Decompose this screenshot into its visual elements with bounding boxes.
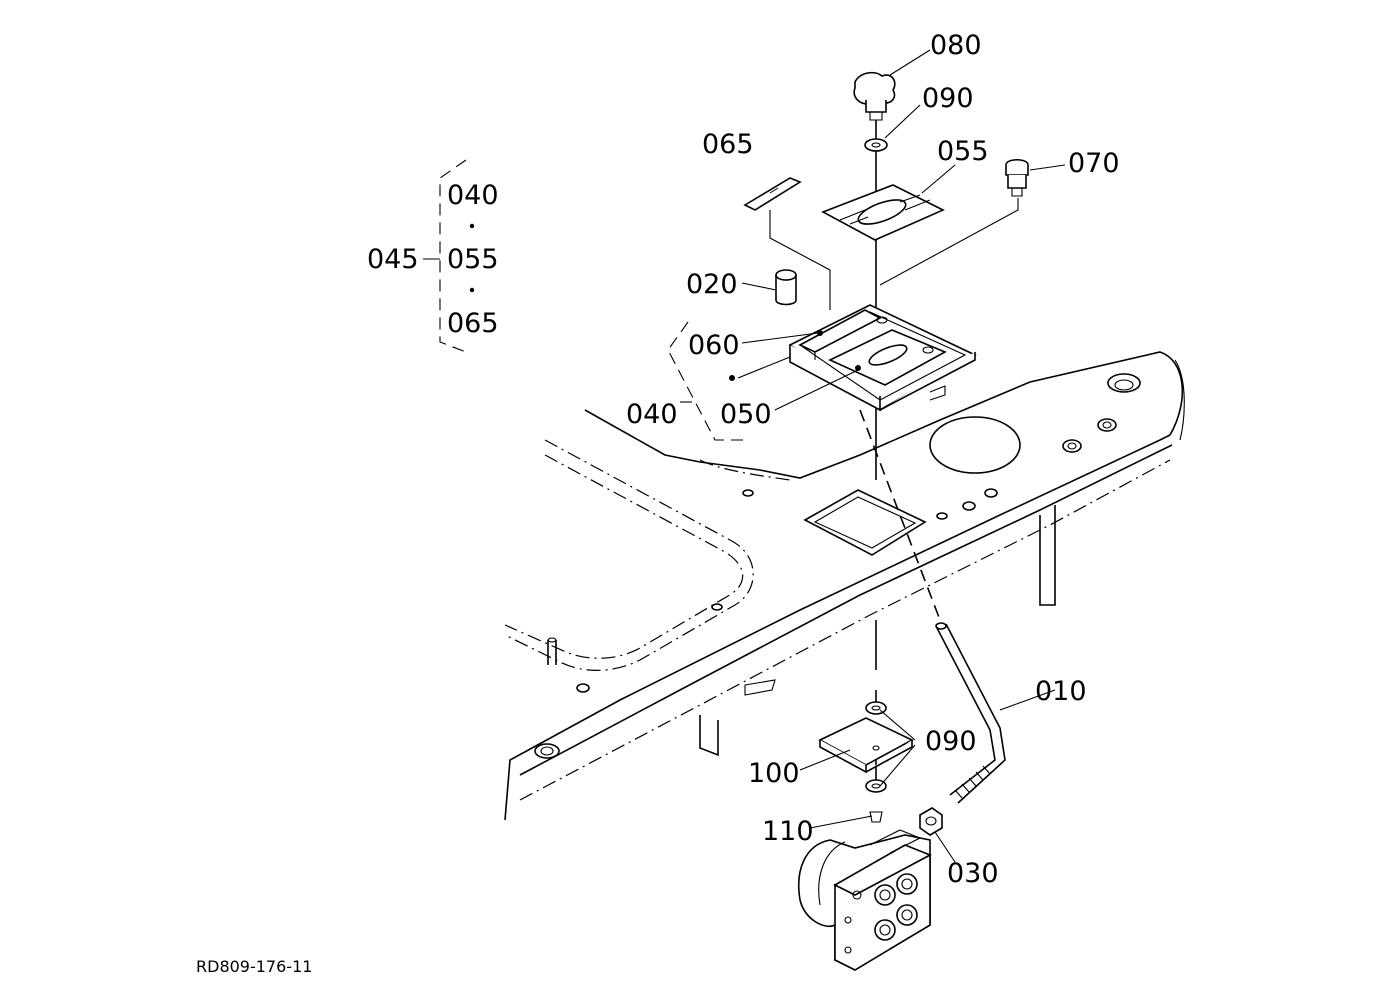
callout-030: 030: [947, 858, 999, 889]
callout-100: 100: [748, 758, 800, 789]
part-040-block: [729, 304, 977, 412]
valve-block: [798, 829, 932, 971]
part-110-pin: [869, 811, 883, 823]
callout-065: 065: [702, 129, 754, 160]
callout-060: 060: [688, 330, 740, 361]
part-030-nut: [919, 807, 943, 836]
group-parent-045: 045: [367, 244, 419, 275]
callout-110: 110: [762, 816, 814, 847]
leader-lines: [423, 49, 1066, 863]
callout-020: 020: [686, 269, 738, 300]
callout-labels: 080 090 065 055 070 020 060 050 040 010 …: [626, 30, 1120, 889]
callout-090-top: 090: [922, 83, 974, 114]
part-090-washer-top: [864, 138, 888, 152]
callout-090-bottom: 090: [925, 726, 977, 757]
group-member-065: 065: [447, 308, 499, 339]
callout-040: 040: [626, 399, 678, 430]
part-065-label: [743, 177, 802, 211]
floor-plate: [504, 351, 1185, 821]
part-010-cable: [935, 622, 1006, 804]
part-070-plug: [1005, 158, 1029, 197]
callout-010: 010: [1035, 676, 1087, 707]
callout-055: 055: [937, 136, 989, 167]
callout-070: 070: [1068, 148, 1120, 179]
part-080-knob: [853, 71, 896, 121]
callout-050: 050: [720, 399, 772, 430]
group-member-040: 040: [447, 180, 499, 211]
group-member-055: 055: [447, 244, 499, 275]
drawing-code: RD809-176-11: [196, 957, 312, 976]
assembly-group-legend: 045 040 055 065: [367, 180, 499, 339]
part-100-plate: [818, 717, 914, 774]
part-055-decal: [821, 184, 945, 241]
part-020-pin: [775, 269, 797, 306]
callout-080: 080: [930, 30, 982, 61]
